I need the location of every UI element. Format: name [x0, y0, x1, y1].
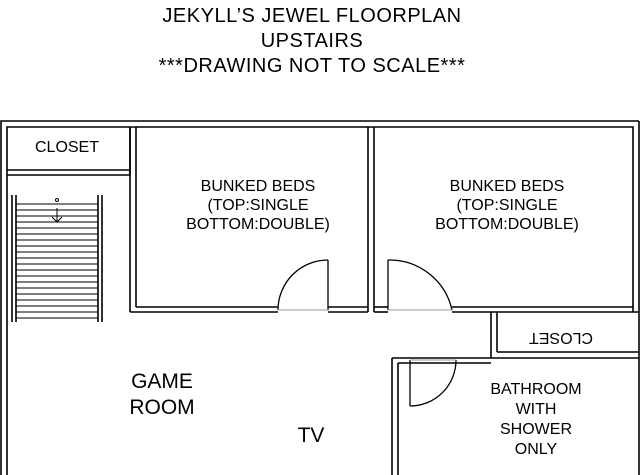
bedroom-left-walls	[129, 127, 278, 313]
bedroom-divider-wall	[328, 127, 388, 313]
title-line-1: JEKYLL’S JEWEL FLOORPLAN	[162, 5, 461, 27]
door-bathroom	[409, 359, 457, 407]
bathroom-line-3: SHOWER	[500, 421, 572, 438]
bathroom: BATHROOM WITH SHOWER ONLY	[490, 381, 581, 458]
bathroom-line-4: ONLY	[515, 441, 558, 458]
bedroom-left: BUNKED BEDS (TOP:SINGLE BOTTOM:DOUBLE)	[186, 178, 330, 233]
title-line-3: ***DRAWING NOT TO SCALE***	[159, 55, 466, 77]
staircase	[11, 195, 103, 322]
game-room-line-2: ROOM	[129, 396, 194, 419]
closet-top-left-label: CLOSET	[35, 139, 99, 156]
bedroom-right-line-1: BUNKED BEDS	[450, 178, 565, 195]
bedroom-right-line-2: (TOP:SINGLE	[456, 197, 557, 214]
game-room: GAME ROOM TV	[129, 370, 324, 447]
closet-top-left: CLOSET	[7, 127, 131, 176]
bathroom-line-1: BATHROOM	[490, 381, 581, 398]
door-bedroom-right	[387, 259, 453, 311]
game-room-line-1: GAME	[131, 370, 193, 393]
tv-label: TV	[298, 424, 325, 447]
bathroom-line-2: WITH	[516, 401, 557, 418]
outer-walls	[0, 120, 640, 475]
bedroom-right-line-3: BOTTOM:DOUBLE)	[435, 216, 579, 233]
closet-right-label: CLOSET	[529, 329, 593, 346]
bedroom-left-line-3: BOTTOM:DOUBLE)	[186, 216, 330, 233]
closet-right: CLOSET	[490, 312, 640, 359]
bedroom-right-walls	[452, 306, 639, 313]
bedroom-left-line-2: (TOP:SINGLE	[207, 197, 308, 214]
title-line-2: UPSTAIRS	[261, 30, 364, 52]
bedroom-left-line-1: BUNKED BEDS	[201, 178, 316, 195]
bathroom-walls	[391, 357, 640, 475]
door-bedroom-left	[277, 259, 329, 311]
bedroom-right: BUNKED BEDS (TOP:SINGLE BOTTOM:DOUBLE)	[435, 178, 579, 233]
